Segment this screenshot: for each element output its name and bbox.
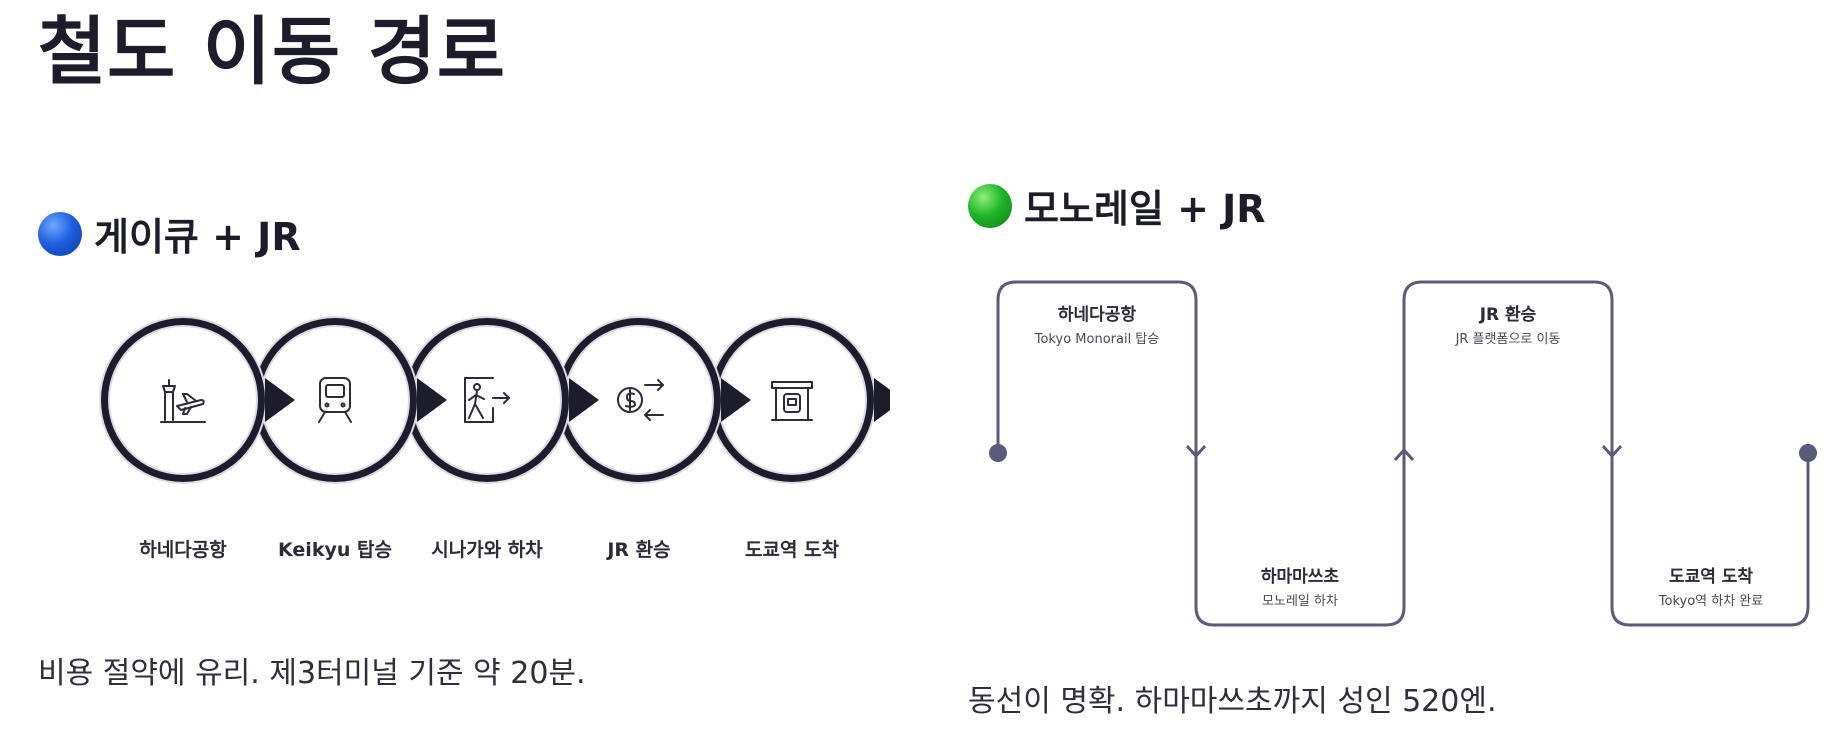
timeline-node-subtitle: Tokyo Monorail 탑승 (1034, 332, 1160, 347)
timeline-node-subtitle: Tokyo역 하차 완료 (1658, 594, 1764, 609)
arrow-up-icon (1393, 448, 1415, 462)
timeline-node-jr-transfer: JR 환승 JR 플랫폼으로 이동 (1413, 300, 1603, 348)
currency-exchange-icon (617, 379, 664, 421)
timeline-node-title: 도쿄역 도착 (1668, 567, 1754, 587)
exit-walking-icon (464, 377, 510, 423)
step-label-5: 도쿄역 도착 (744, 539, 839, 561)
step-circle-4 (555, 316, 751, 484)
timeline-node-title: 하마마쓰초 (1260, 567, 1340, 587)
timeline-node-hamamatsucho: 하마마쓰초 모노레일 하차 (1205, 562, 1395, 610)
train-icon (318, 377, 352, 423)
timeline-node-title: JR 환승 (1479, 305, 1537, 325)
step-label-2: Keikyu 탑승 (278, 539, 392, 561)
blue-circle-icon (38, 211, 82, 256)
route-keikyu-jr-title: 게이큐 + JR (94, 215, 301, 259)
step-circle-5 (708, 316, 890, 484)
step-circle-2 (251, 316, 447, 484)
station-building-icon (771, 381, 813, 421)
step-label-3: 시나가와 하차 (431, 539, 543, 561)
route-keikyu-jr-heading: 게이큐 + JR (38, 206, 301, 261)
timeline-node-subtitle: JR 플랫폼으로 이동 (1455, 332, 1561, 347)
timeline-start-dot (989, 444, 1007, 462)
keikyu-route-chevron-diagram (99, 316, 890, 484)
timeline-end-dot (1799, 444, 1817, 462)
route-monorail-jr-title: 모노레일 + JR (1024, 187, 1266, 231)
step-circle-1 (99, 316, 295, 484)
arrow-down-icon (1601, 444, 1623, 458)
step-label-1: 하네다공항 (139, 539, 227, 561)
route-monorail-jr-heading: 모노레일 + JR (968, 178, 1266, 233)
page-title: 철도 이동 경로 (38, 9, 507, 95)
monorail-route-timeline (989, 280, 1817, 627)
timeline-path (996, 280, 1810, 627)
step-label-4: JR 환승 (607, 539, 671, 561)
green-circle-icon (968, 183, 1012, 228)
keikyu-route-description: 비용 절약에 유리. 제3터미널 기준 약 20분. (38, 656, 586, 691)
monorail-route-description: 동선이 명확. 하마마쓰초까지 성인 520엔. (968, 684, 1497, 719)
timeline-node-title: 하네다공항 (1057, 305, 1137, 325)
timeline-node-subtitle: 모노레일 하차 (1262, 594, 1338, 609)
timeline-node-tokyo-station: 도쿄역 도착 Tokyo역 하차 완료 (1616, 562, 1806, 610)
arrow-down-icon (1185, 444, 1207, 458)
timeline-node-haneda: 하네다공항 Tokyo Monorail 탑승 (1002, 300, 1192, 348)
step-circle-3 (403, 316, 599, 484)
airport-tower-plane-icon (160, 379, 206, 423)
